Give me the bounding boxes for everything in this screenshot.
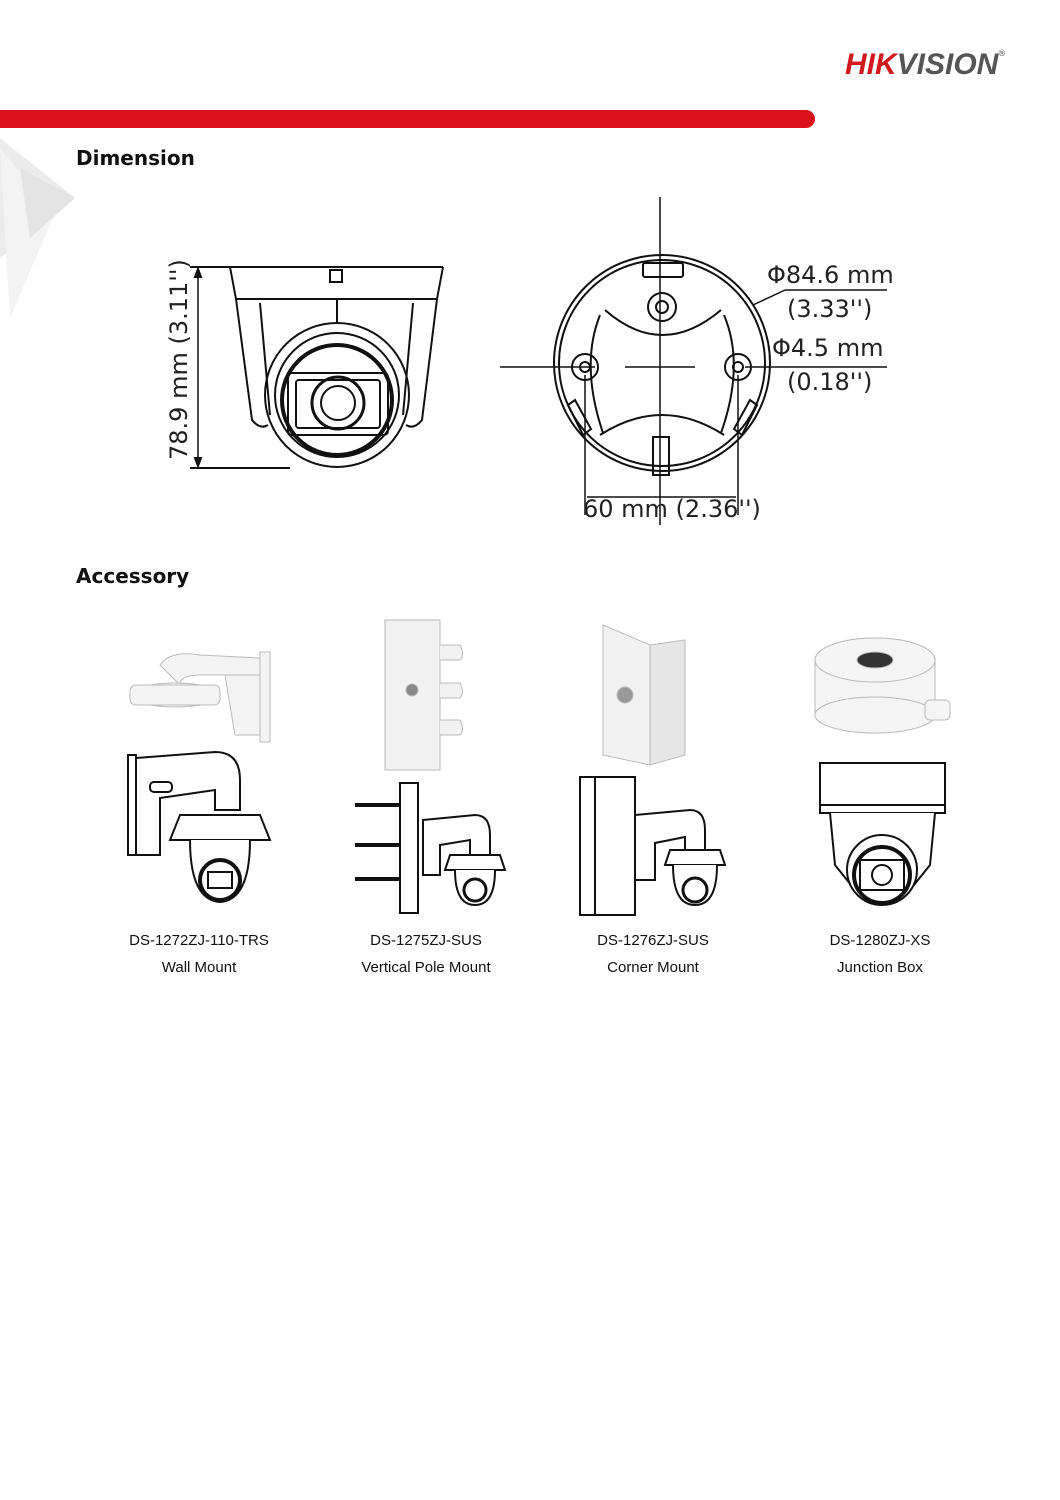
accessory-name: Wall Mount	[161, 959, 237, 976]
hole-spacing-label: 60 mm (2.36'')	[583, 495, 761, 523]
camera-side-view-drawing: 78.9 mm (3.11'')	[165, 259, 444, 469]
wall-mount-image	[127, 651, 272, 904]
height-dimension-label: 78.9 mm (3.11'')	[165, 259, 193, 460]
decorative-shape-icon	[0, 138, 75, 318]
vertical-pole-mount-image	[355, 619, 507, 914]
accessory-item-vertical-pole-mount: DS-1275ZJ-SUS Vertical Pole Mount	[306, 931, 546, 978]
header-red-bar	[0, 110, 815, 128]
registered-mark: ®	[998, 48, 1005, 58]
accessory-item-corner-mount: DS-1276ZJ-SUS Corner Mount	[533, 931, 773, 978]
dimension-title: Dimension	[76, 146, 195, 170]
hole-diameter-inch-label: (0.18'')	[787, 368, 872, 396]
brand-logo-hik: HIK	[844, 48, 897, 81]
diameter-label: Φ84.6 mm	[767, 261, 894, 289]
accessory-item-wall-mount: DS-1272ZJ-110-TRS Wall Mount	[79, 931, 319, 978]
accessory-title: Accessory	[76, 564, 190, 588]
accessory-name: Corner Mount	[607, 959, 699, 976]
corner-mount-image	[579, 624, 727, 916]
accessory-model: DS-1276ZJ-SUS	[597, 932, 709, 949]
accessory-name: Junction Box	[837, 959, 923, 976]
accessory-name: Vertical Pole Mount	[361, 959, 491, 976]
accessory-model: DS-1272ZJ-110-TRS	[129, 932, 269, 949]
accessory-model: DS-1280ZJ-XS	[829, 932, 931, 949]
camera-bottom-view-drawing: Φ84.6 mm (3.33'') Φ4.5 mm (0.18'') 60 mm…	[500, 197, 894, 525]
diameter-inch-label: (3.33'')	[787, 295, 872, 323]
brand-logo: HIKVISION®	[845, 48, 1005, 82]
accessory-model: DS-1275ZJ-SUS	[370, 932, 482, 949]
accessory-item-junction-box: DS-1280ZJ-XS Junction Box	[760, 931, 1000, 978]
junction-box-image	[814, 637, 951, 906]
hole-diameter-label: Φ4.5 mm	[772, 334, 883, 362]
brand-logo-vision: VISION	[896, 48, 999, 81]
